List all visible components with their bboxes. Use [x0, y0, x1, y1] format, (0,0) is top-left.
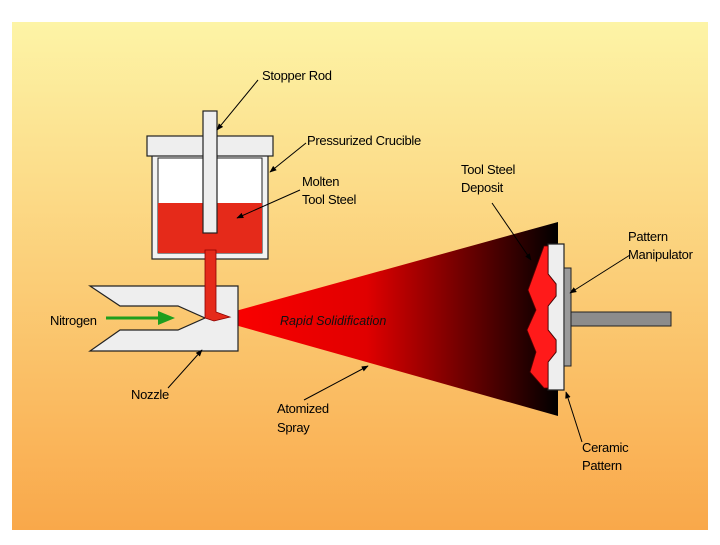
label-spray-line-1: Atomized [277, 401, 329, 416]
crucible-leader [269, 142, 307, 173]
nozzle-body [88, 285, 239, 352]
label-molten-line-1: Molten [302, 174, 339, 189]
manipulator-leader [569, 254, 631, 294]
background-panel [12, 22, 708, 530]
label-deposit-line-1: Tool Steel [461, 162, 516, 177]
stopper-rod-leader [216, 79, 259, 131]
label-spray-line-2: Spray [277, 420, 310, 435]
leader-lines [167, 79, 631, 443]
label-ceramic-line-2: Pattern [582, 458, 622, 473]
label-nozzle: Nozzle [131, 387, 169, 402]
label-deposit-line-2: Deposit [461, 180, 504, 195]
nozzle-leader [167, 349, 203, 389]
label-stopper-rod: Stopper Rod [262, 68, 332, 83]
label-ceramic-line-1: Ceramic [582, 440, 629, 455]
ceramic-pattern [547, 243, 565, 391]
label-molten-line-2: Tool Steel [302, 192, 357, 207]
atomized-spray-cone [210, 222, 558, 416]
label-manipulator-line-1: Pattern [628, 229, 668, 244]
spray-leader [303, 365, 369, 401]
label-pressurized-crucible: Pressurized Crucible [307, 133, 421, 148]
ceramic-leader [565, 391, 583, 443]
label-rapid-solidification: Rapid Solidification [280, 314, 386, 328]
pattern-manipulator [563, 267, 672, 367]
nitrogen-flow-arrow [106, 311, 175, 325]
deposit-leader [491, 202, 532, 261]
label-manipulator-line-2: Manipulator [628, 247, 694, 262]
label-nitrogen: Nitrogen [50, 313, 97, 328]
stopper-rod [202, 110, 218, 234]
tool-steel-deposit [526, 245, 557, 389]
molten-leader [236, 189, 301, 219]
molten-stream [204, 249, 232, 322]
